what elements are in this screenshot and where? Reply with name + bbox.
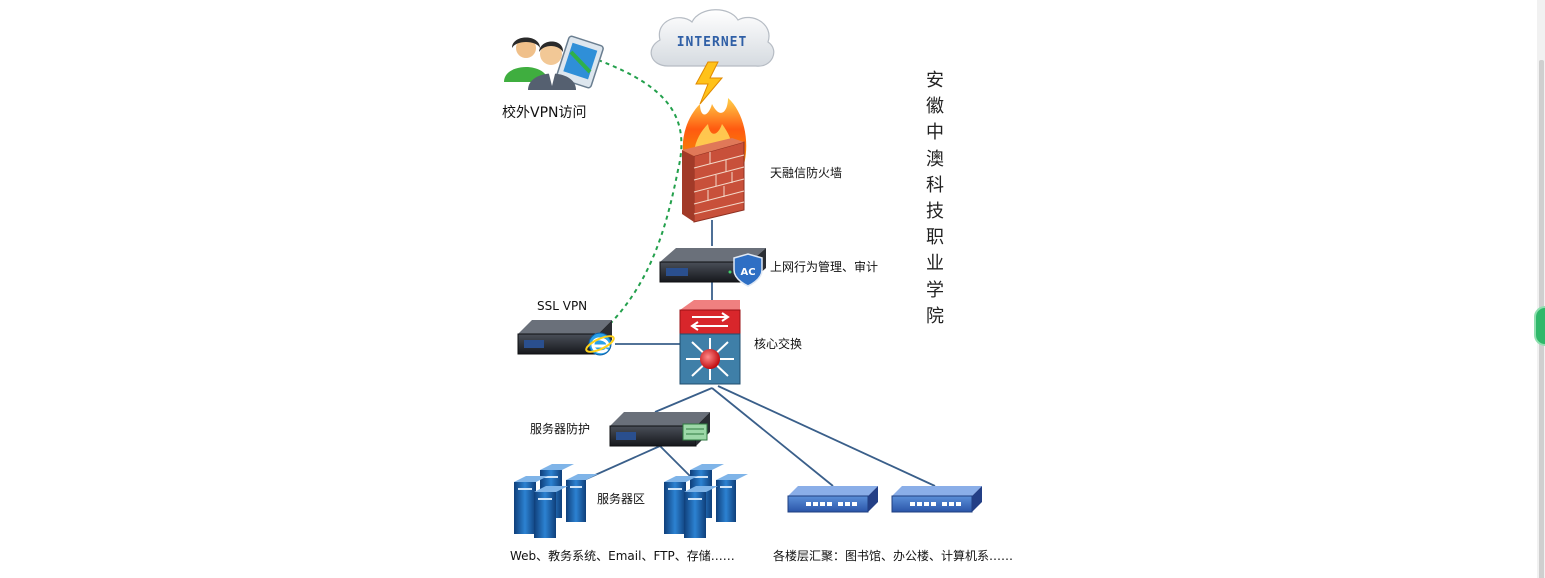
floor-aggregation-caption: 各楼层汇聚：图书馆、办公楼、计算机系…… [773, 549, 1014, 563]
vpn-remote-label: 校外VPN访问 [502, 105, 587, 121]
access-switch-icon-2 [891, 486, 982, 513]
server-tower-icon [514, 476, 548, 534]
link-core-floor2 [717, 385, 936, 487]
server-caption: Web、教务系统、Email、FTP、存储…… [510, 549, 735, 563]
ac-shield-icon [733, 253, 763, 287]
title-char: 技 [926, 201, 944, 223]
title-char: 徽 [926, 96, 944, 118]
server-towers-group-2 [664, 464, 748, 538]
browser-e-icon [585, 332, 615, 356]
title-char: 院 [926, 305, 944, 327]
server-protect-appliance-icon [609, 412, 710, 447]
vpn-tunnel-link [597, 59, 683, 331]
internet-cloud-icon [650, 9, 775, 67]
core-switch-label: 核心交换 [754, 336, 802, 351]
title-char: 科 [926, 174, 944, 196]
ssl-vpn-label: SSL VPN [537, 299, 587, 313]
server-tower-icon [566, 474, 598, 522]
core-switch-icon [679, 300, 741, 385]
server-tower-icon [664, 476, 698, 534]
access-switch-icon-1 [787, 486, 878, 513]
floating-side-button[interactable] [1534, 306, 1545, 346]
ac-badge-label: AC [740, 267, 755, 278]
server-tower-icon [684, 486, 718, 538]
link-core-floor1 [711, 387, 834, 487]
title-char: 中 [926, 122, 944, 144]
title-char: 学 [926, 279, 944, 301]
firewall-label: 天融信防火墙 [770, 165, 842, 180]
ac-label: 上网行为管理、审计 [770, 259, 878, 274]
server-tower-icon [534, 486, 568, 538]
title-char: 职 [926, 227, 944, 249]
server-towers-group-1 [514, 464, 598, 538]
server-zone-label: 服务器区 [597, 491, 645, 506]
title-char: 安 [926, 70, 944, 91]
internet-label: INTERNET [677, 35, 748, 50]
network-links [574, 220, 936, 487]
server-protect-label: 服务器防护 [530, 421, 590, 436]
link-core-serverprotect [654, 387, 713, 413]
firewall-icon [682, 98, 747, 223]
college-title: 安 徽 中 澳 科 技 职 业 学 院 [921, 68, 949, 330]
link-protect-servers2 [659, 445, 691, 477]
lightning-icon [695, 61, 724, 105]
title-char: 业 [926, 253, 944, 275]
remote-users-icon [504, 35, 604, 90]
title-char: 澳 [926, 148, 944, 170]
server-tower-icon [716, 474, 748, 522]
